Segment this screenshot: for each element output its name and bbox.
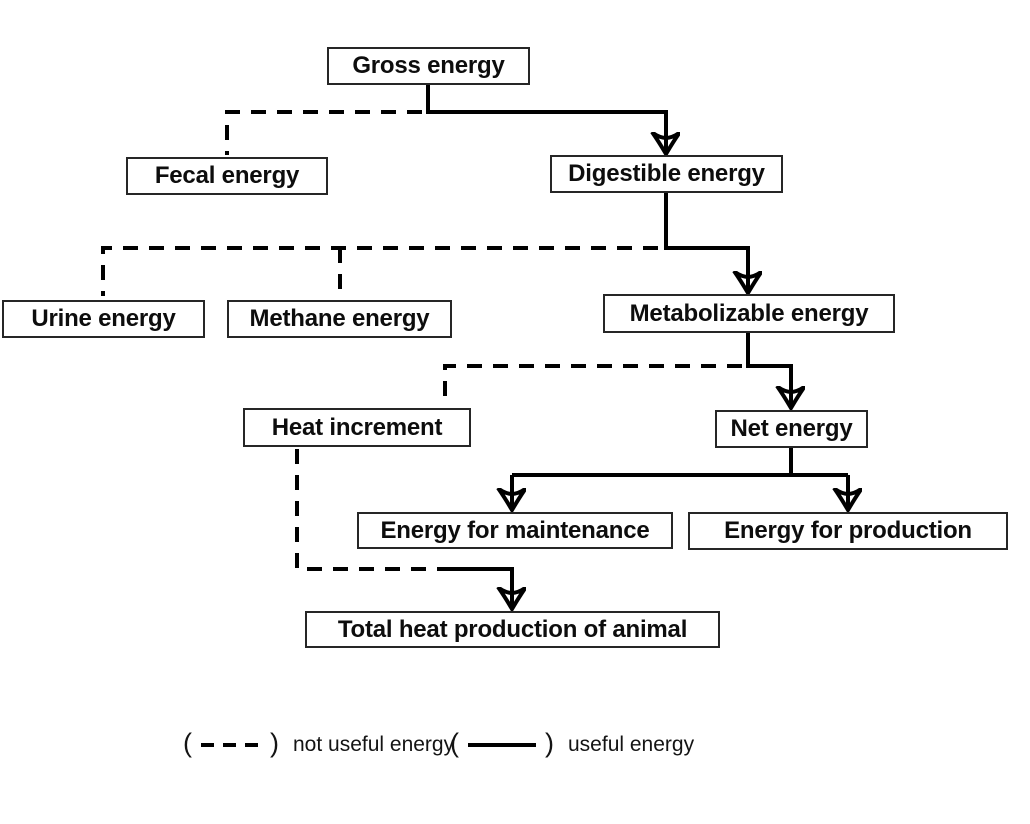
node-heat-increment: Heat increment xyxy=(243,408,471,447)
edge-into-total-heat xyxy=(448,567,512,609)
edge-digestible-to-urine xyxy=(101,246,658,296)
node-total-heat-production: Total heat production of animal xyxy=(305,611,720,648)
node-net-energy: Net energy xyxy=(715,410,868,448)
edge-gross-to-fecal xyxy=(225,110,422,155)
legend-not-useful-label: not useful energy xyxy=(293,733,455,756)
edge-heat-increment-to-total-heat xyxy=(295,449,448,571)
legend-useful-label: useful energy xyxy=(568,733,695,756)
legend-useful-energy: ( ) useful energy xyxy=(450,729,694,761)
node-urine-energy: Urine energy xyxy=(2,300,205,338)
legend-close-paren: ) xyxy=(545,727,554,758)
legend-not-useful-energy: ( ) not useful energy xyxy=(183,729,454,761)
node-metabolizable-energy: Metabolizable energy xyxy=(603,294,895,333)
dashed-line-sample xyxy=(201,743,261,747)
legend-close-paren: ) xyxy=(270,727,279,758)
node-energy-for-production: Energy for production xyxy=(688,512,1008,550)
node-fecal-energy: Fecal energy xyxy=(126,157,328,195)
node-methane-energy: Methane energy xyxy=(227,300,452,338)
edge-metabolizable-to-net xyxy=(746,333,791,408)
edge-net-split-bar xyxy=(512,448,848,477)
edge-digestible-to-metabolizable xyxy=(664,193,748,293)
node-digestible-energy: Digestible energy xyxy=(550,155,783,193)
edge-metabolizable-to-heat-increment xyxy=(443,364,742,406)
solid-line-sample xyxy=(468,743,536,747)
node-energy-for-maintenance: Energy for maintenance xyxy=(357,512,673,549)
legend-open-paren: ( xyxy=(450,727,459,758)
node-gross-energy: Gross energy xyxy=(327,47,530,85)
legend-open-paren: ( xyxy=(183,727,192,758)
edge-gross-to-digestible xyxy=(426,85,666,154)
